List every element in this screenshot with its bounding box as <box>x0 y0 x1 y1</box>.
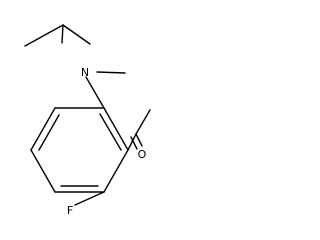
bond-carbonyl-double-1 <box>135 133 143 147</box>
bond-ring-to-fluorine <box>74 191 105 206</box>
ring-bond-5 <box>103 149 129 193</box>
bond-nitrogen-to-methyl <box>96 71 126 74</box>
ring-bond-2 <box>30 107 56 151</box>
bond-carbonyl-double-2 <box>130 136 138 150</box>
bond-methyl-left-to-ch <box>24 24 64 47</box>
ring-bond-6 <box>103 107 129 151</box>
ring-bond-3 <box>30 149 56 193</box>
ring-inner-double-3 <box>99 113 122 151</box>
bond-nitrogen-to-ring <box>85 76 105 109</box>
ring-inner-double-1 <box>38 114 60 151</box>
bond-ring-to-carbonyl <box>127 133 137 151</box>
fluorine-label: F <box>67 204 73 217</box>
oxygen-label: O <box>138 148 147 161</box>
nitrogen-label: N <box>81 66 89 79</box>
bond-ch-to-methyl-right <box>62 24 91 45</box>
bond-ch-to-nitrogen <box>61 24 64 44</box>
bond-carbonyl-to-methyl <box>135 109 151 135</box>
chemical-structure: N O F <box>24 24 151 217</box>
